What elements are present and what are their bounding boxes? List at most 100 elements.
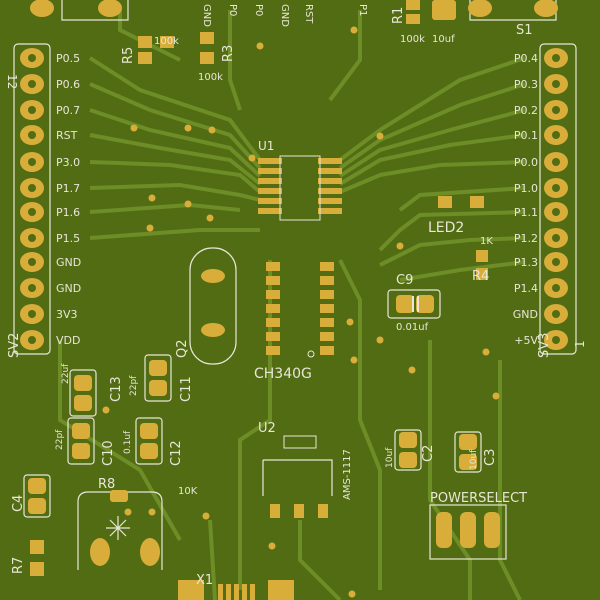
pin-left-7: P1.5 (56, 232, 80, 245)
label-c12: C12 (169, 440, 184, 466)
label-c13: C13 (109, 376, 124, 402)
value-r1a: 100k (400, 34, 425, 45)
value-c9: 0.01uf (396, 322, 429, 333)
sv3-header-holes (552, 54, 560, 344)
value-r1b: 10uf (432, 34, 455, 45)
label-led2: LED2 (428, 220, 464, 236)
capacitor-marks (412, 296, 419, 312)
q2-pad-2 (201, 323, 225, 337)
label-u1: U1 (258, 139, 274, 153)
pin-left-1: P0.6 (56, 78, 80, 91)
powerselect-pads (436, 512, 500, 548)
value-r5: 100k (154, 36, 179, 47)
label-c11: C11 (179, 376, 194, 402)
pin-top-0: GND (201, 4, 212, 27)
led2-pad (438, 196, 452, 208)
label-sv3: SV3 (537, 333, 552, 358)
label-r3: R3 (221, 45, 236, 62)
capacitor-pads (28, 295, 477, 514)
x1-usb-pads (178, 580, 294, 600)
label-u2: U2 (258, 421, 276, 436)
pin-left-9: GND (56, 282, 81, 295)
pin-left-0: P0.5 (56, 52, 80, 65)
u1-outline (279, 155, 321, 221)
label-c4: C4 (11, 495, 26, 512)
value-c3: 10uf (469, 449, 479, 470)
label-x1: X1 (196, 573, 213, 588)
label-r1: R1 (391, 7, 406, 24)
pin-right-5: P1.0 (514, 182, 538, 195)
vias (102, 26, 500, 598)
label-sv2: SV2 (7, 333, 22, 358)
header-left-num: 12 (5, 74, 19, 89)
pin-top-2: P0 (253, 4, 264, 16)
pin-left-10: 3V3 (56, 308, 78, 321)
value-c10: 22pf (55, 429, 65, 450)
label-powerselect: POWERSELECT (430, 491, 527, 506)
r8-pad-1 (90, 538, 110, 566)
pin-top-1: P0 (227, 4, 238, 16)
pin-top-5: P1 (357, 4, 368, 16)
pin-left-4: P3.0 (56, 156, 80, 169)
pin-right-7: P1.2 (514, 232, 538, 245)
value-c12: 0.1uf (123, 430, 133, 454)
header-right-num: 1 (573, 340, 587, 348)
value-c13: 22uf (61, 363, 71, 384)
rotated-labels: R5 R3 R1 SV2 SV3 Q2 C13 C11 C10 C12 C2 C… (7, 7, 552, 574)
copper-traces (58, 10, 526, 600)
label-c9: C9 (396, 273, 413, 288)
u2-pad-1 (270, 504, 280, 518)
top-pin-labels: GND P0 P0 GND RST P1 (201, 4, 368, 27)
value-r8: 10K (178, 486, 198, 497)
label-ams1117: AMS-1117 (342, 449, 353, 500)
silkscreen-labels: U1 U2 CH340G LED2 C9 0.01uf S1 X1 POWERS… (5, 23, 587, 588)
label-c2: C2 (421, 445, 436, 462)
pin-left-6: P1.6 (56, 206, 80, 219)
ch340g-pin1-mark (307, 350, 315, 358)
u1-pads (258, 158, 342, 214)
q2-pad-1 (201, 269, 225, 283)
sv3-pin-labels: P0.4 P0.3 P0.2 P0.1 P0.0 P1.0 P1.1 P1.2 … (513, 52, 539, 347)
pin-left-5: P1.7 (56, 182, 80, 195)
label-r5: R5 (121, 47, 136, 64)
value-r3: 100k (198, 72, 223, 83)
pin-right-3: P0.1 (514, 129, 538, 142)
pin-right-2: P0.2 (514, 104, 538, 117)
value-r4: 1K (480, 236, 493, 247)
pin-right-11: +5V (514, 334, 538, 347)
pin-left-11: VDD (56, 334, 80, 347)
value-c11: 22pf (129, 375, 139, 396)
pin-left-8: GND (56, 256, 81, 269)
r8-pad-2 (140, 538, 160, 566)
pin-top-4: RST (303, 4, 314, 24)
label-r4: R4 (472, 269, 489, 284)
sv2-pin-labels: P0.5 P0.6 P0.7 RST P3.0 P1.7 P1.6 P1.5 G… (56, 52, 81, 347)
ch340g-pads (266, 262, 334, 355)
pin-right-0: P0.4 (514, 52, 538, 65)
label-r8: R8 (98, 477, 115, 492)
label-c3: C3 (483, 449, 498, 466)
pin-right-6: P1.1 (514, 206, 538, 219)
value-c2: 10uf (385, 447, 395, 468)
label-ch340g: CH340G (254, 366, 312, 382)
sv2-header-holes (28, 54, 36, 344)
label-s1: S1 (516, 23, 533, 38)
pin-right-4: P0.0 (514, 156, 538, 169)
pin-right-8: P1.3 (514, 256, 538, 269)
u2-pad-3 (318, 504, 328, 518)
pin-right-9: P1.4 (514, 282, 538, 295)
top-switch-pads (30, 0, 558, 20)
u2-pad-2 (294, 504, 304, 518)
pin-right-1: P0.3 (514, 78, 538, 91)
pin-left-3: RST (56, 129, 78, 142)
label-r7: R7 (11, 557, 26, 574)
pin-left-2: P0.7 (56, 104, 80, 117)
pin-top-3: GND (279, 4, 290, 27)
label-q2: Q2 (175, 339, 190, 358)
r8-pad-wiper (110, 490, 128, 502)
u2-tab-outline (283, 435, 317, 449)
silkscreen-outlines (13, 0, 577, 570)
pin-right-10: GND (513, 308, 538, 321)
label-c10: C10 (101, 440, 116, 466)
